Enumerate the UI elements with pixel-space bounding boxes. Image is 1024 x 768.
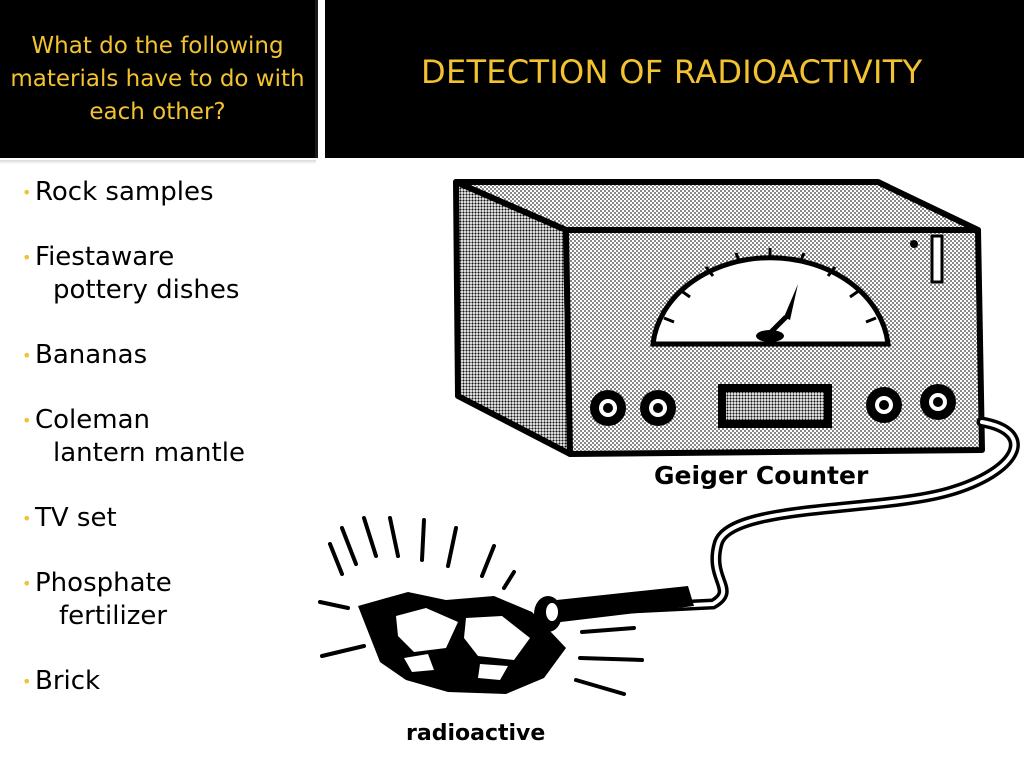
list-item-label-continued: lantern mantle — [53, 438, 245, 468]
bullet-icon: • — [22, 411, 32, 430]
slide-title: DETECTION OF RADIOACTIVITY — [421, 53, 923, 91]
question-panel: What do the following materials have to … — [0, 0, 318, 158]
list-item-label: Brick — [35, 666, 101, 696]
bullet-icon: • — [22, 183, 32, 202]
list-item-label: Phosphate — [35, 568, 172, 598]
bullet-icon: • — [22, 346, 32, 365]
bullet-icon: • — [22, 574, 32, 593]
power-switch-icon — [930, 234, 944, 284]
list-item-label: Fiestaware — [35, 242, 175, 272]
list-item: •Brick — [22, 665, 312, 698]
meter-dial — [650, 248, 891, 347]
list-item-label-continued: pottery dishes — [53, 275, 240, 305]
list-item: •Rock samples — [22, 176, 312, 209]
geiger-counter-device — [453, 179, 985, 457]
list-item: •Bananas — [22, 339, 312, 372]
list-item-label: Bananas — [35, 340, 148, 370]
radiation-rays — [318, 516, 644, 696]
bullet-icon: • — [22, 672, 32, 691]
list-item-label-continued: fertilizer — [59, 601, 168, 631]
radioactive-label: radioactive — [406, 721, 545, 746]
question-text: What do the following materials have to … — [10, 32, 305, 125]
list-item: •TV set — [22, 502, 312, 535]
list-item-label: Coleman — [35, 405, 151, 435]
geiger-counter-label: Geiger Counter — [654, 461, 869, 490]
knob-icons — [590, 384, 956, 426]
list-item-label: TV set — [35, 503, 117, 533]
divider — [0, 160, 316, 164]
list-item-label: Rock samples — [35, 177, 214, 207]
bullet-icon: • — [22, 509, 32, 528]
title-panel: DETECTION OF RADIOACTIVITY — [325, 0, 1024, 158]
geiger-counter-illustration: Geiger Counter radioactive — [318, 179, 1020, 746]
rock-sample-icon — [358, 592, 566, 694]
bullet-icon: • — [22, 248, 32, 267]
